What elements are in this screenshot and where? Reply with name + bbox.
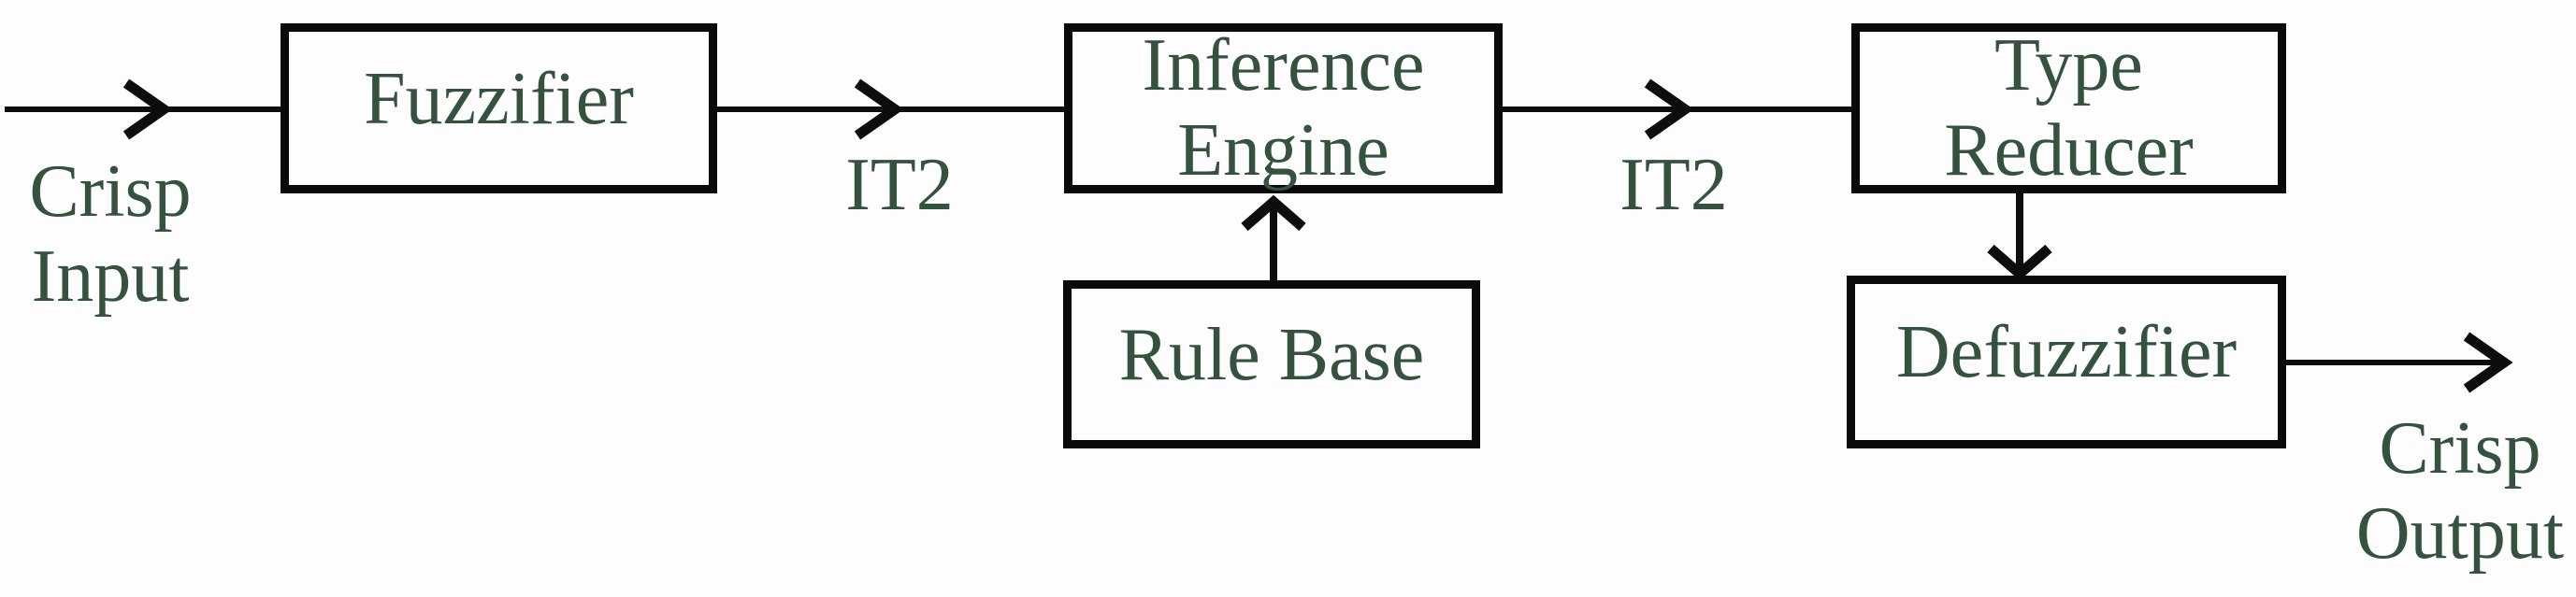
crisp-output-label-line2: Output <box>2355 492 2565 575</box>
inference-to-type-reducer-arrowhead <box>1644 78 1694 140</box>
fuzzifier-box: Fuzzifier <box>281 23 717 193</box>
crisp-output-label-line1: Crisp <box>2379 407 2541 490</box>
type-reducer-label-line2: Reducer <box>1944 109 2194 192</box>
rule-base-box: Rule Base <box>1063 280 1480 448</box>
crisp-output-label: Crisp Output <box>2320 406 2576 576</box>
type-reducer-box: Type Reducer <box>1851 23 2286 193</box>
rule-base-to-inference-arrowhead <box>1241 194 1306 232</box>
crisp-input-arrowhead <box>122 78 173 140</box>
inference-engine-box: Inference Engine <box>1064 23 1503 193</box>
it2-label-after-inference: IT2 <box>1619 144 1728 226</box>
inference-engine-label-line1: Inference <box>1142 24 1425 107</box>
crisp-input-label-line1: Crisp <box>29 150 192 233</box>
rule-base-label: Rule Base <box>1118 313 1425 396</box>
inference-engine-label-line2: Engine <box>1177 109 1389 192</box>
fuzzifier-to-inference-arrowhead <box>854 78 904 140</box>
it2-label-after-fuzzifier: IT2 <box>845 144 954 226</box>
crisp-input-label-line2: Input <box>31 235 190 318</box>
type-reducer-label-line1: Type <box>1994 24 2143 107</box>
type-reducer-to-defuzzifier-arrowhead <box>1987 244 2052 281</box>
defuzzifier-box: Defuzzifier <box>1847 276 2286 448</box>
crisp-input-label: Crisp Input <box>0 149 221 320</box>
fuzzifier-label: Fuzzifier <box>364 57 634 140</box>
defuzzifier-label: Defuzzifier <box>1895 311 2238 393</box>
crisp-output-arrowhead <box>2463 332 2513 393</box>
